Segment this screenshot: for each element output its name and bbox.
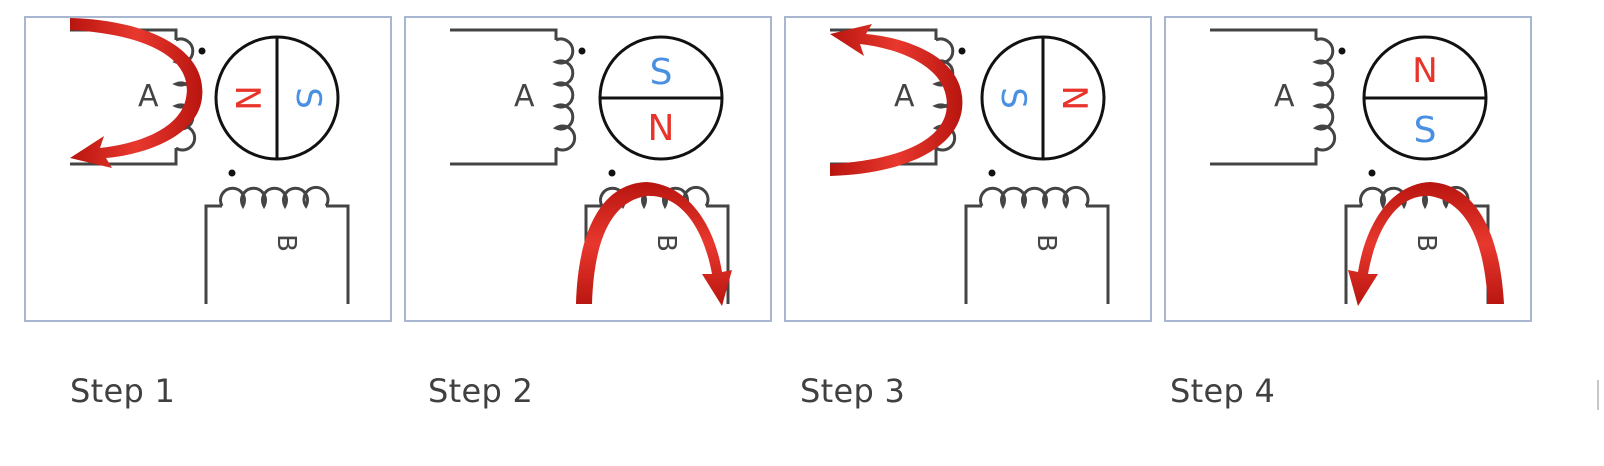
rotor-south-pole: S [1414, 110, 1437, 151]
coil-a-polarity-dot [578, 47, 586, 55]
coil-b-polarity-dot [228, 169, 236, 177]
coil-b-winding [979, 185, 1090, 210]
coil-a-label: A [1274, 79, 1295, 114]
flux-arrow-icon [1348, 182, 1504, 306]
rotor-north-pole: N [1412, 51, 1437, 91]
coil-a-polarity-dot [958, 47, 966, 55]
coil-b-label: B [651, 234, 681, 252]
rotor-north-pole: N [648, 108, 675, 149]
step-caption-4: Step 4 [1170, 372, 1276, 410]
rotor-south-pole: S [288, 87, 328, 109]
coil-b-wire-left [204, 204, 222, 304]
rotor-north-pole: N [227, 85, 267, 110]
motor-diagram-4: A B N S [1210, 28, 1504, 306]
flux-arrow-icon [830, 24, 963, 176]
flux-arrow-icon [70, 18, 203, 168]
coil-b-wire-right [1086, 204, 1110, 304]
coil-b-label: B [1031, 234, 1061, 252]
coil-b-wire-left [1344, 204, 1362, 304]
coil-b-polarity-dot [1368, 169, 1376, 177]
step-panel-4: A B N S [1164, 16, 1532, 322]
coil-b-label: B [1411, 234, 1441, 252]
coil-b-polarity-dot [608, 169, 616, 177]
rotor-south-pole: S [650, 52, 673, 93]
motor-diagram-2: A B S N [450, 28, 732, 306]
coil-b-winding [219, 185, 330, 210]
step-panel-1: A B N S [24, 16, 392, 322]
coil-a-wire-top [450, 28, 558, 40]
coil-b-wire-right [326, 204, 350, 304]
coil-b-polarity-dot [988, 169, 996, 177]
step-caption-2: Step 2 [428, 372, 534, 410]
step-caption-3: Step 3 [800, 372, 906, 410]
rotor-south-pole: S [993, 87, 1033, 109]
rotor-north-pole: N [1054, 85, 1094, 110]
coil-a-wire-top [1210, 28, 1318, 40]
coil-a-winding [552, 37, 577, 152]
coil-a-polarity-dot [1338, 47, 1346, 55]
step-panel-3: A B S N [784, 16, 1152, 322]
motor-diagram-1: A B N S [70, 18, 350, 304]
next-panel-edge [1597, 380, 1599, 410]
step-caption-1: Step 1 [70, 372, 176, 410]
coil-b-wire-left [964, 204, 982, 304]
flux-arrow-icon [576, 182, 732, 306]
step-panel-2: A B S N [404, 16, 772, 322]
coil-a-winding [1312, 37, 1337, 152]
coil-a-label: A [138, 79, 159, 114]
coil-a-wire-bottom [1210, 148, 1318, 166]
coil-a-label: A [514, 79, 535, 114]
motor-diagram-3: A B S N [830, 24, 1110, 304]
coil-b-label: B [271, 234, 301, 252]
coil-a-wire-bottom [450, 148, 558, 166]
coil-a-polarity-dot [198, 47, 206, 55]
coil-a-label: A [894, 79, 915, 114]
